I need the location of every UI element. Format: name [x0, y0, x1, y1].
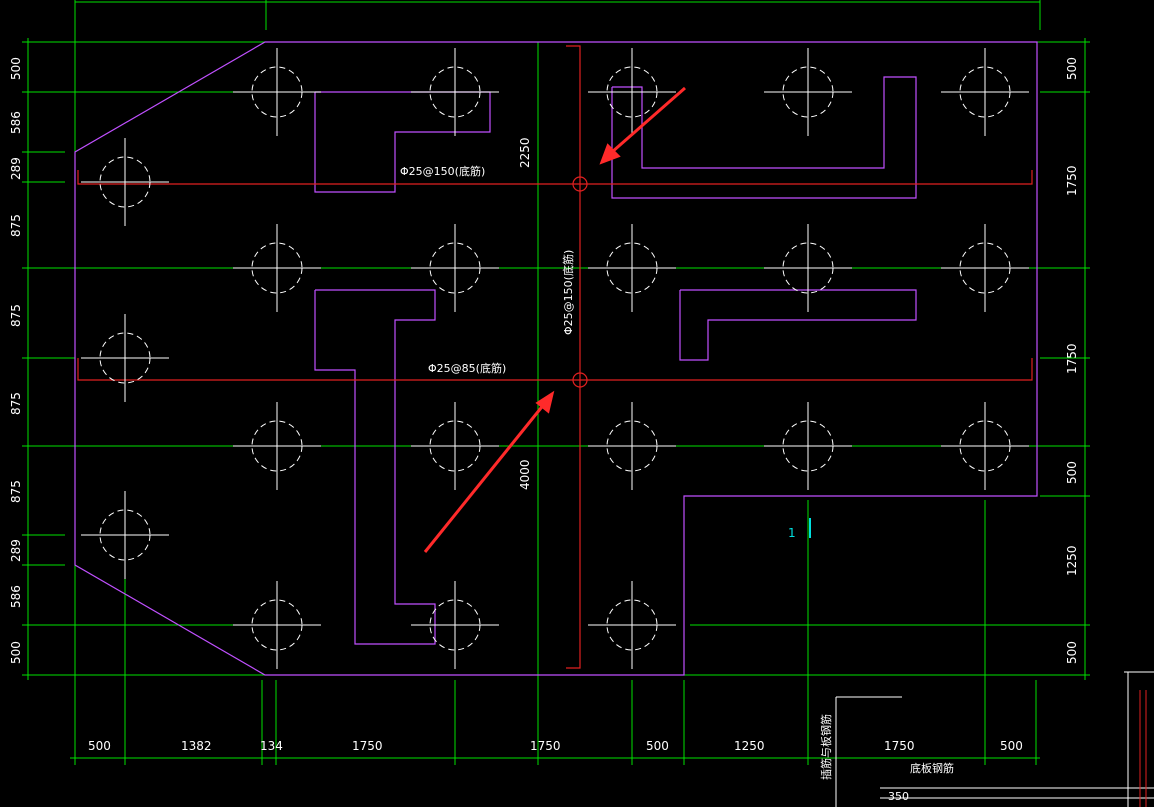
- annotation-arrows: [423, 86, 686, 553]
- side-label-bottom: 底板钢筋: [910, 761, 954, 775]
- pile-symbol: [411, 224, 499, 312]
- dim-right: 500: [1065, 461, 1079, 484]
- pile-symbol: [411, 402, 499, 490]
- pile-symbol: [941, 224, 1029, 312]
- pile-symbol: [81, 491, 169, 579]
- pile-symbol: [233, 402, 321, 490]
- pile-symbol: [941, 402, 1029, 490]
- dim-right: 1750: [1065, 165, 1079, 196]
- dim-left: 875: [9, 392, 23, 415]
- dim-left: 875: [9, 480, 23, 503]
- dim-left: 875: [9, 304, 23, 327]
- dim-left: 875: [9, 214, 23, 237]
- dim-center-top: 2250: [518, 137, 532, 168]
- dim-left: 586: [9, 111, 23, 134]
- rebar-label-middle: Φ25@85(底筋): [428, 361, 506, 375]
- bottom-dimensions: 500 1382 134 1750 1750 500 1250 1750 500: [88, 739, 1023, 753]
- dim-left: 289: [9, 539, 23, 562]
- pile-symbol: [411, 48, 499, 136]
- dim-bottom: 1750: [884, 739, 915, 753]
- dim-bottom: 1250: [734, 739, 765, 753]
- dim-bottom: 500: [1000, 739, 1023, 753]
- pile-symbol: [233, 581, 321, 669]
- dim-right: 500: [1065, 641, 1079, 664]
- rebar-label-vertical: Φ25@150(底筋): [561, 250, 575, 335]
- dim-bottom: 134: [260, 739, 283, 753]
- pile-symbol: [81, 138, 169, 226]
- dim-left: 500: [9, 641, 23, 664]
- side-detail: [835, 671, 1154, 807]
- right-dimensions: 500 1750 1750 500 1250 500: [1065, 57, 1079, 664]
- pile-symbol: [233, 48, 321, 136]
- pile-symbol: [233, 224, 321, 312]
- dim-left: 289: [9, 157, 23, 180]
- rebar-label-top: Φ25@150(底筋): [400, 164, 485, 178]
- dim-right: 1750: [1065, 343, 1079, 374]
- pile-symbol: [81, 314, 169, 402]
- section-mark-label: 1: [788, 526, 796, 540]
- dim-bottom: 1750: [352, 739, 383, 753]
- dim-right: 500: [1065, 57, 1079, 80]
- slab-outline: [74, 41, 1038, 676]
- dim-left: 500: [9, 57, 23, 80]
- pile-symbol: [764, 402, 852, 490]
- dim-bottom: 500: [646, 739, 669, 753]
- dim-bottom: 1750: [530, 739, 561, 753]
- left-dimensions: 500 586 289 875 875 875 875 289 586 500: [9, 57, 23, 664]
- section-mark: 1: [788, 518, 811, 540]
- side-label-vertical: 插筋与板钢筋: [819, 714, 833, 780]
- pile-symbol: [588, 402, 676, 490]
- side-label-dim: 350: [888, 790, 909, 803]
- piles: [81, 48, 1029, 669]
- pile-symbol: [941, 48, 1029, 136]
- dim-bottom: 500: [88, 739, 111, 753]
- pile-symbol: [764, 48, 852, 136]
- pile-symbol: [588, 581, 676, 669]
- rebar-lines: [77, 45, 1033, 669]
- dim-left: 586: [9, 585, 23, 608]
- dim-bottom: 1382: [181, 739, 212, 753]
- pile-symbol: [411, 581, 499, 669]
- pile-symbol: [764, 224, 852, 312]
- pile-symbol: [588, 48, 676, 136]
- pit-outlines: [314, 76, 917, 645]
- dimension-lines: [22, 0, 1090, 765]
- dim-center-bottom: 4000: [518, 459, 532, 490]
- pile-symbol: [588, 224, 676, 312]
- dim-right: 1250: [1065, 545, 1079, 576]
